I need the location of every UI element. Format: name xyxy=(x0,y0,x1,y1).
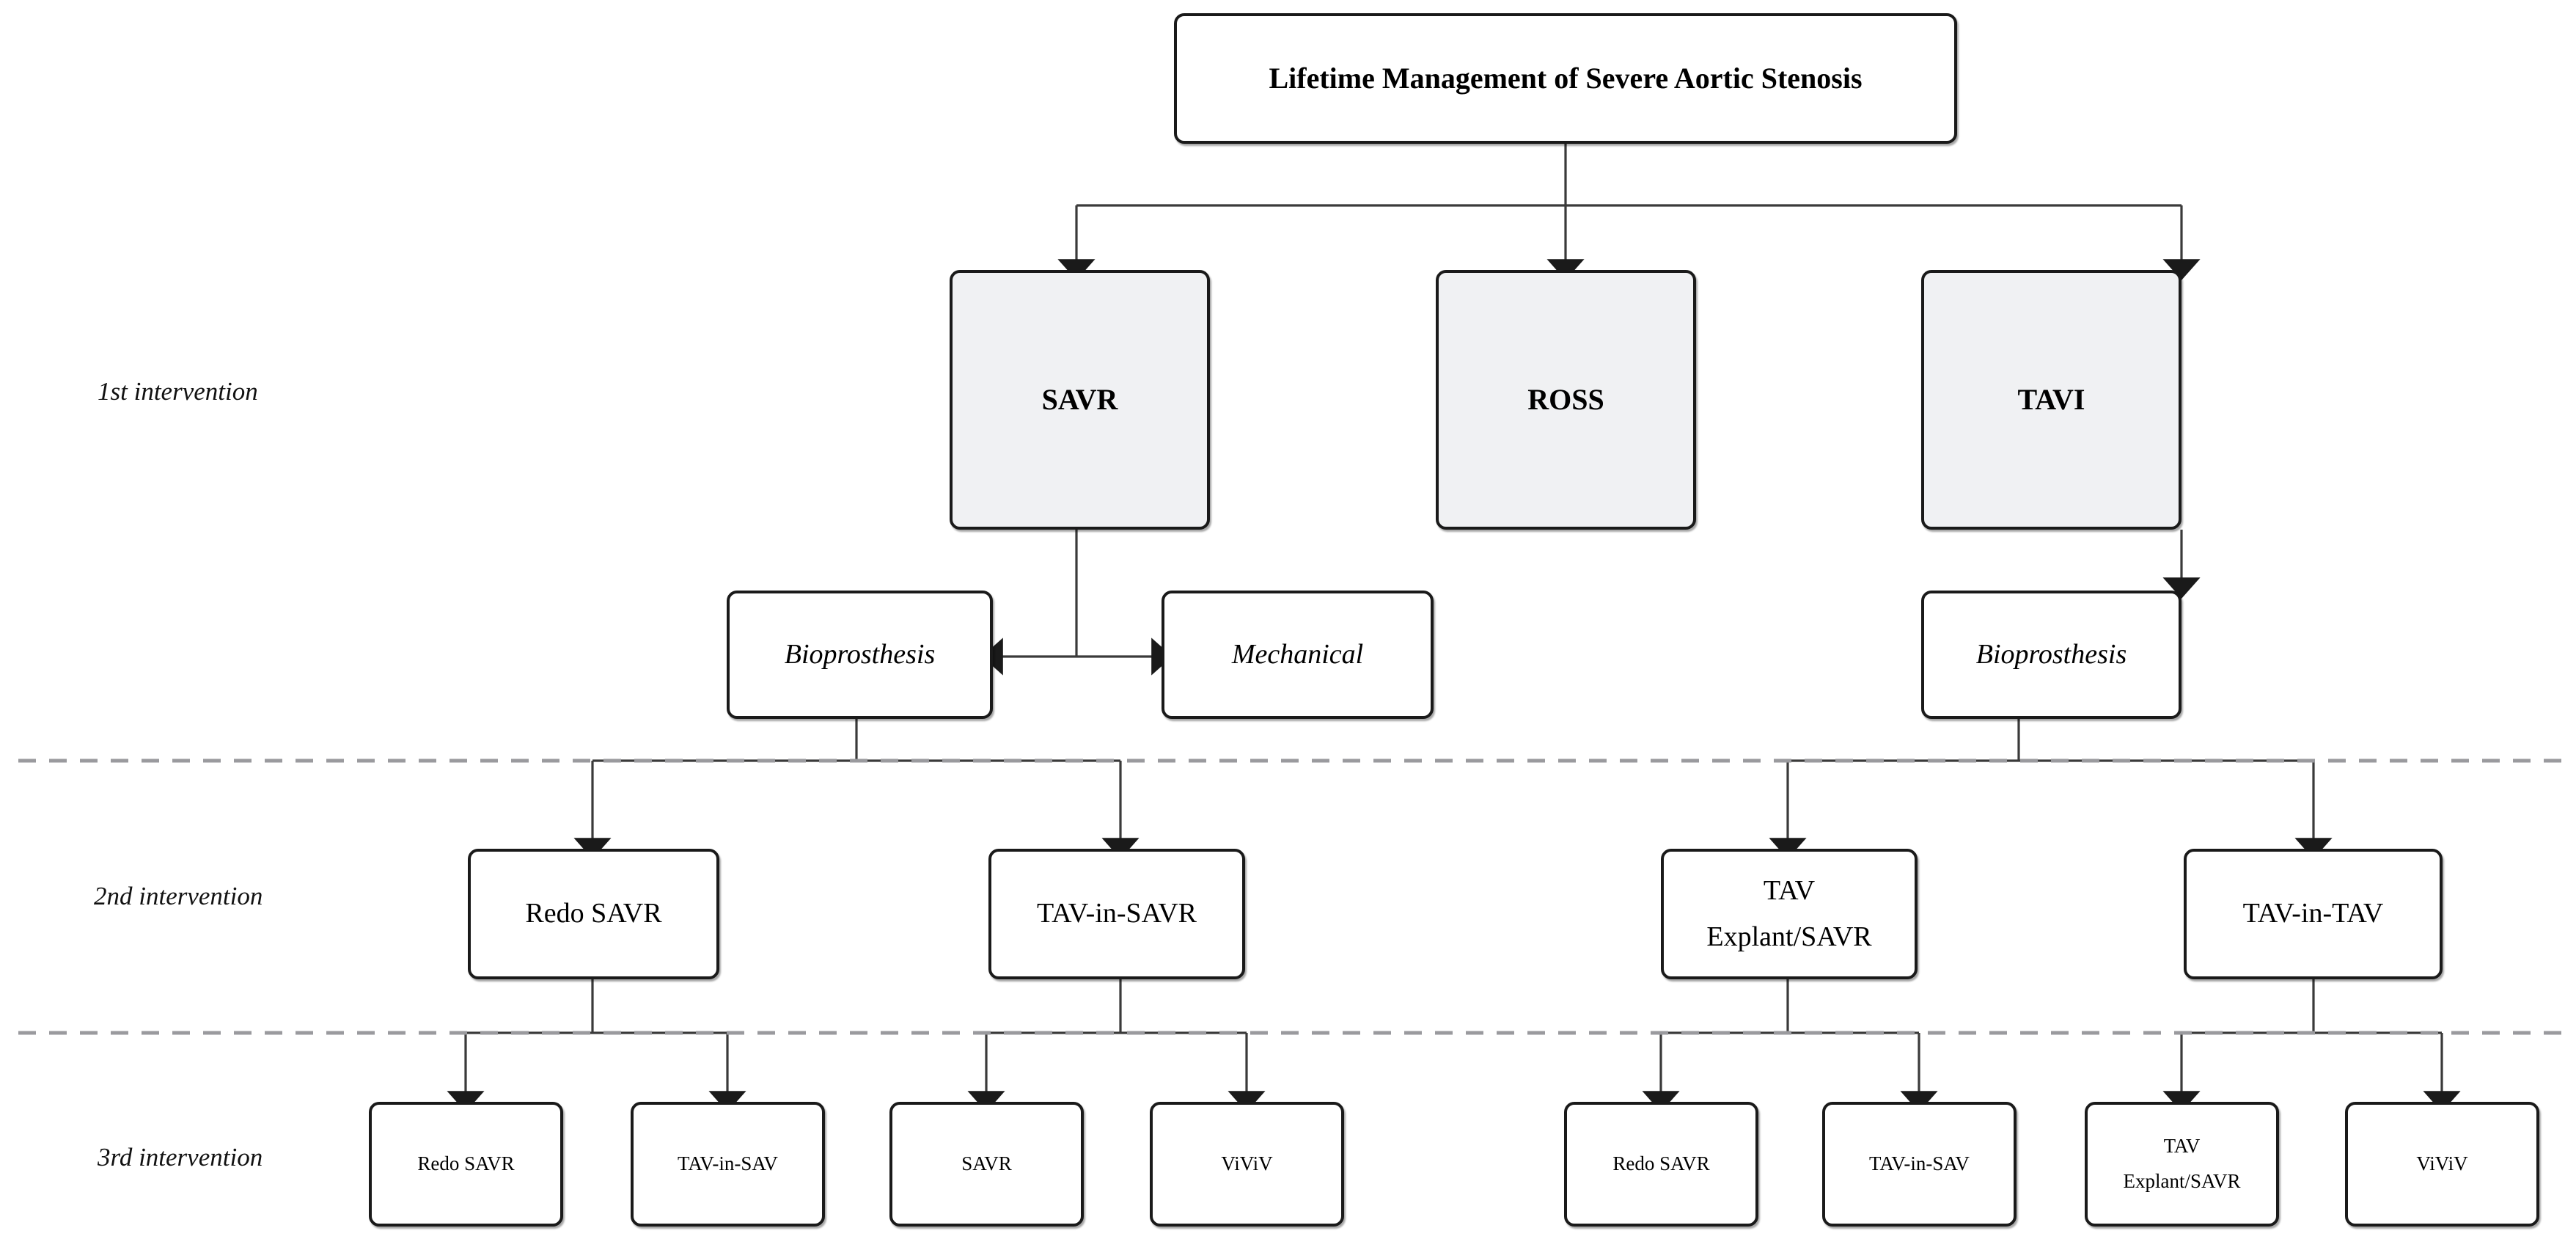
node-tavi[interactable]: TAVI xyxy=(1921,270,2181,530)
title-box[interactable]: Lifetime Management of Severe Aortic Ste… xyxy=(1174,13,1957,144)
node-ross[interactable]: ROSS xyxy=(1436,270,1696,530)
node-tavi-bioprosthesis-label: Bioprosthesis xyxy=(1975,638,2127,670)
row-label-2nd-intervention: 2nd intervention xyxy=(94,882,263,910)
node-redo-savr-2nd-line1: Redo SAVR xyxy=(525,898,662,929)
node-ross-label: ROSS xyxy=(1527,383,1604,416)
node-tav-in-tav-2nd[interactable]: TAV-in-TAV xyxy=(2184,849,2443,979)
node-tav-in-savr-2nd[interactable]: TAV-in-SAVR xyxy=(988,849,1245,979)
node-tav-in-savr-2nd-line1: TAV-in-SAVR xyxy=(1037,898,1197,929)
node-viviv-3rd-left[interactable]: ViViV xyxy=(1150,1102,1344,1227)
node-savr-mechanical[interactable]: Mechanical xyxy=(1162,591,1434,719)
node-savr-3rd-left[interactable]: SAVR xyxy=(889,1102,1084,1227)
node-tav-explant-savr-2nd[interactable]: TAV Explant/SAVR xyxy=(1661,849,1918,979)
node-tavi-label: TAVI xyxy=(2017,383,2085,416)
node-tav-explant-savr-3rd-right-line1: TAV xyxy=(2163,1135,2201,1158)
node-tav-explant-savr-3rd-right[interactable]: TAV Explant/SAVR xyxy=(2085,1102,2279,1227)
title-box-label: Lifetime Management of Severe Aortic Ste… xyxy=(1269,62,1863,95)
node-savr-3rd-left-line1: SAVR xyxy=(961,1152,1012,1175)
node-tav-in-sav-3rd-left[interactable]: TAV-in-SAV xyxy=(631,1102,825,1227)
node-savr-bioprosthesis[interactable]: Bioprosthesis xyxy=(727,591,993,719)
node-tav-in-tav-2nd-line1: TAV-in-TAV xyxy=(2242,898,2384,929)
node-viviv-3rd-right-line1: ViViV xyxy=(2416,1152,2468,1175)
node-tav-in-sav-3rd-right[interactable]: TAV-in-SAV xyxy=(1822,1102,2017,1227)
node-savr-label: SAVR xyxy=(1041,383,1118,416)
node-savr-bioprosthesis-label: Bioprosthesis xyxy=(784,638,936,670)
node-viviv-3rd-right[interactable]: ViViV xyxy=(2345,1102,2539,1227)
row-label-3rd-intervention: 3rd intervention xyxy=(98,1143,263,1172)
node-tav-in-sav-3rd-left-line1: TAV-in-SAV xyxy=(678,1152,778,1175)
row-label-1st-intervention: 1st intervention xyxy=(98,377,258,406)
node-tav-in-sav-3rd-right-line1: TAV-in-SAV xyxy=(1869,1152,1970,1175)
node-tavi-bioprosthesis[interactable]: Bioprosthesis xyxy=(1921,591,2181,719)
node-savr-mechanical-label: Mechanical xyxy=(1231,638,1364,670)
node-tav-explant-savr-2nd-line2: Explant/SAVR xyxy=(1706,921,1872,952)
node-savr[interactable]: SAVR xyxy=(950,270,1210,530)
node-redo-savr-3rd-left[interactable]: Redo SAVR xyxy=(369,1102,563,1227)
node-viviv-3rd-left-line1: ViViV xyxy=(1221,1152,1273,1175)
node-redo-savr-3rd-left-line1: Redo SAVR xyxy=(417,1152,515,1175)
node-tav-explant-savr-2nd-line1: TAV xyxy=(1763,874,1816,906)
node-redo-savr-2nd[interactable]: Redo SAVR xyxy=(468,849,719,979)
node-redo-savr-3rd-right-line1: Redo SAVR xyxy=(1612,1152,1710,1175)
node-tav-explant-savr-3rd-right-line2: Explant/SAVR xyxy=(2123,1170,2241,1192)
node-redo-savr-3rd-right[interactable]: Redo SAVR xyxy=(1564,1102,1758,1227)
